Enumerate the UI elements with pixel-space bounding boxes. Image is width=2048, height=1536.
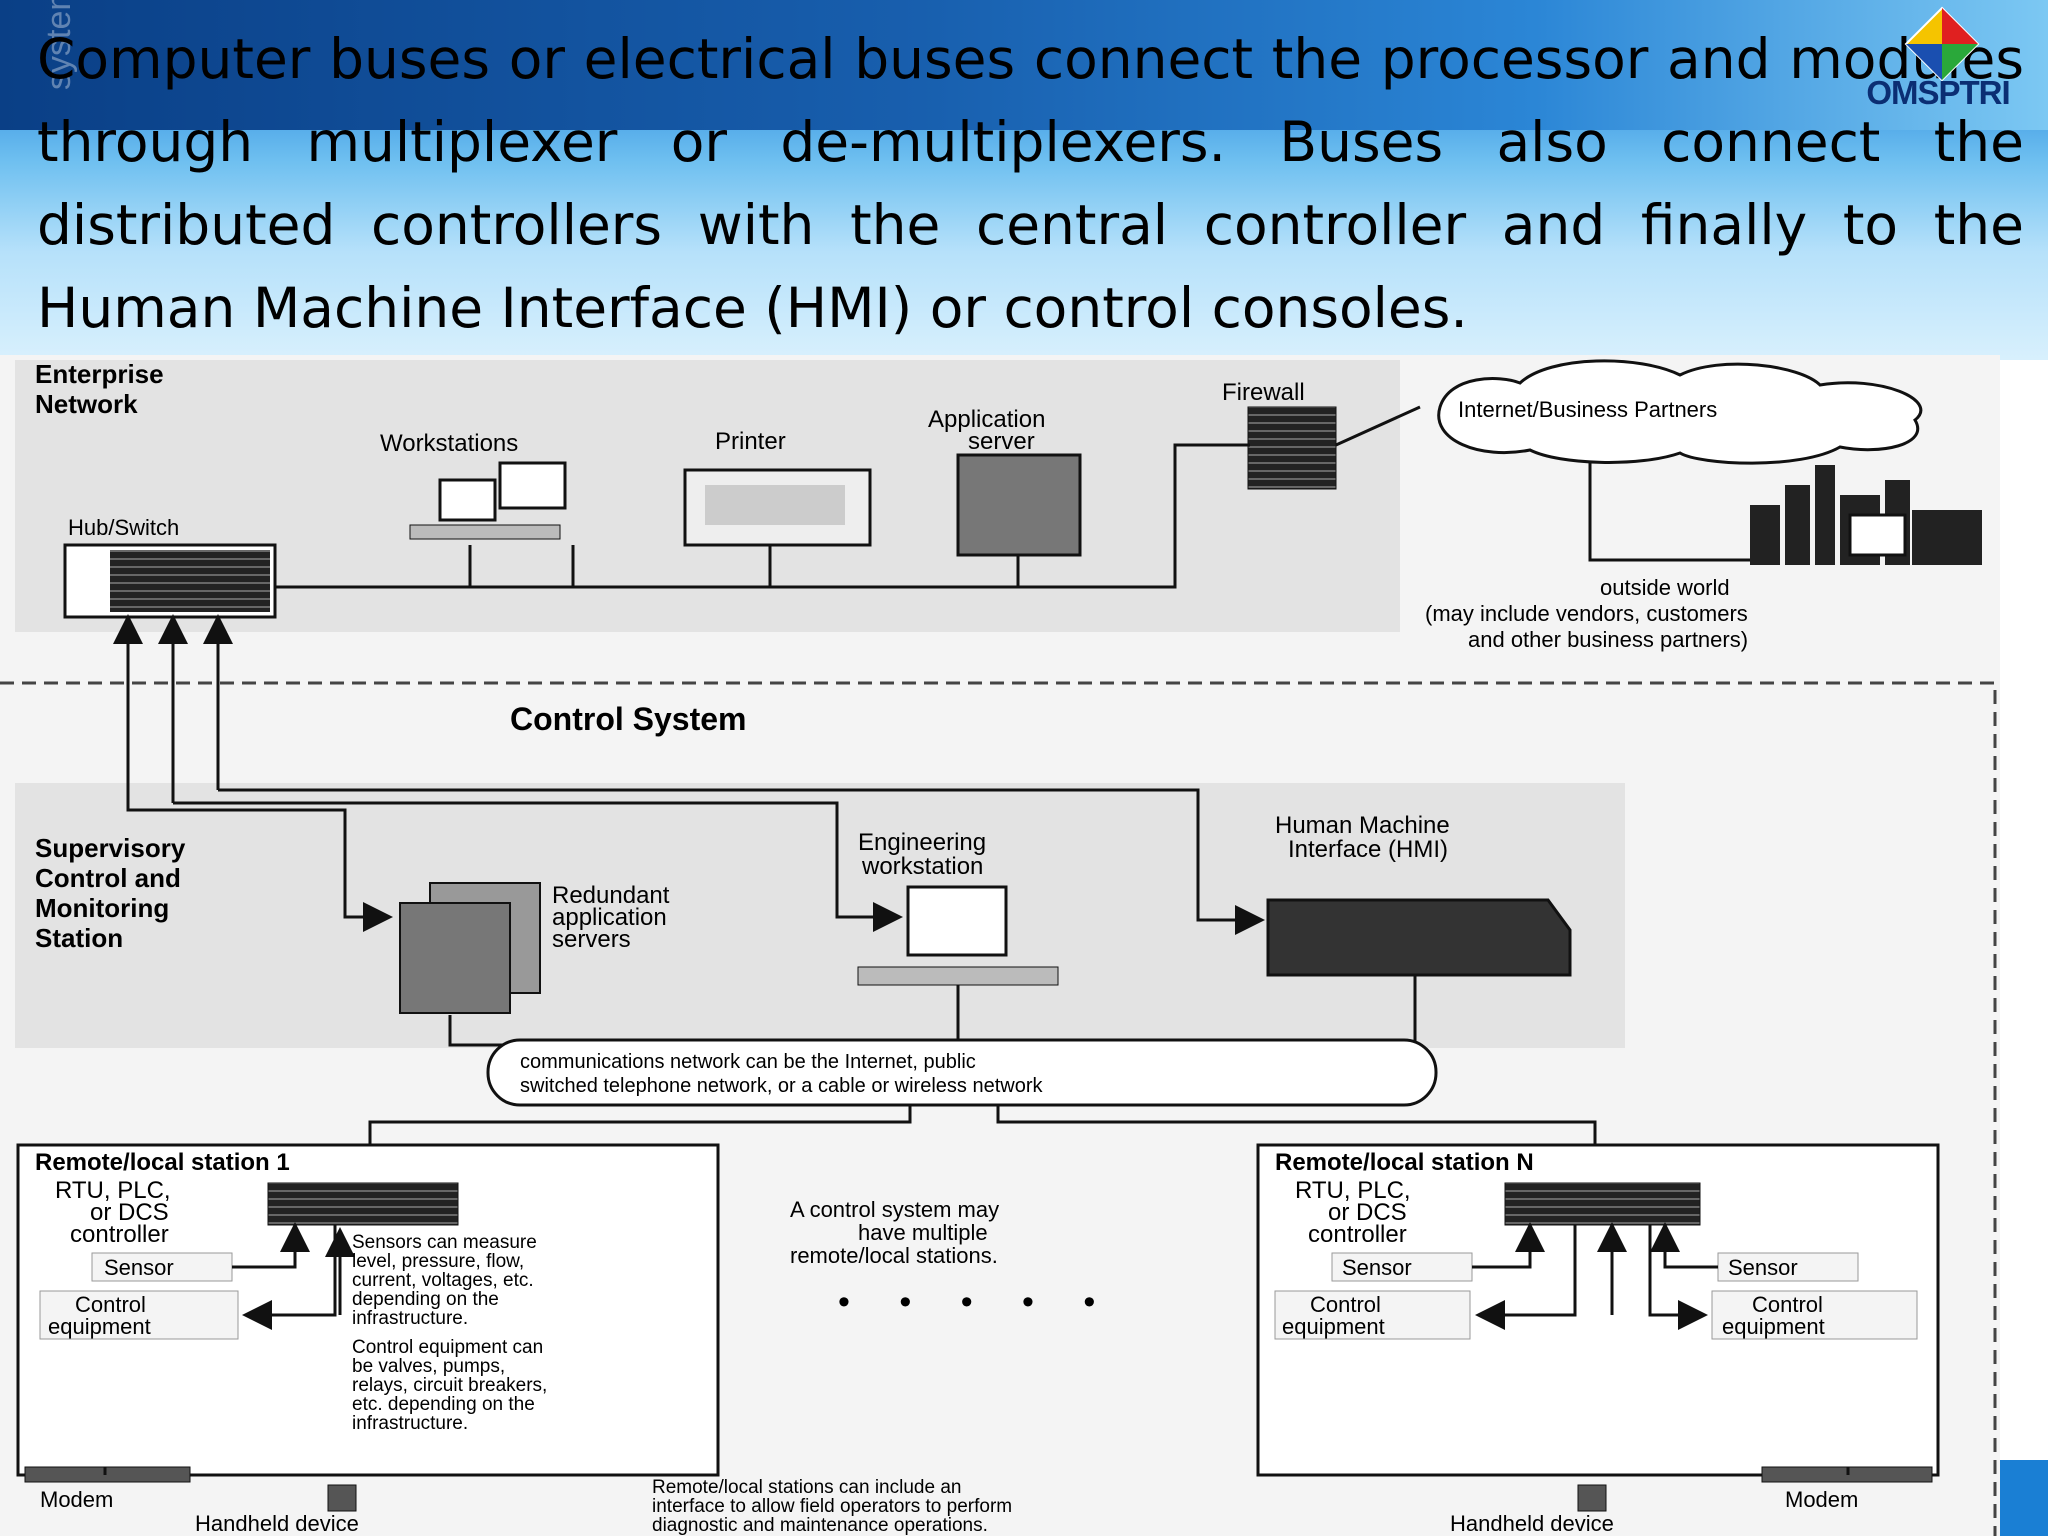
hub-switch-label: Hub/Switch — [68, 515, 179, 540]
diagram-label: Modem — [1785, 1487, 1858, 1512]
diagram-label: relays, circuit breakers, — [352, 1375, 547, 1396]
diagram-label: Control — [1310, 1292, 1381, 1317]
slide-corner-accent — [2000, 1460, 2048, 1536]
diagram-label: Sensor — [104, 1255, 174, 1280]
diagram-label: Supervisory — [35, 833, 186, 863]
control-system-title: Control System — [510, 701, 746, 737]
diagram-label: Control — [1752, 1292, 1823, 1317]
workstations-label: Workstations — [380, 430, 518, 457]
app-server-icon — [956, 453, 1082, 557]
diagram-label: application — [552, 904, 667, 931]
diagram-label: switched telephone network, or a cable o… — [520, 1075, 1043, 1097]
firewall-icon — [1247, 406, 1337, 490]
handheld-left-icon — [327, 1484, 357, 1512]
diagram-label: and other business partners) — [1468, 627, 1748, 652]
city-skyline-icon — [1750, 465, 1982, 565]
slide-header-band — [0, 0, 2048, 130]
communications-network-bubble — [486, 1038, 1438, 1107]
diagram-label: Control equipment can — [352, 1337, 543, 1358]
station-n-rtu-icon — [1504, 1182, 1701, 1226]
diagram-label: Network — [35, 389, 138, 419]
diagram-label: (may include vendors, customers — [1425, 601, 1748, 626]
diagram-label: or DCS — [90, 1199, 169, 1226]
control-system-boundary — [0, 681, 1997, 1536]
diagram-label: controller — [70, 1221, 169, 1248]
diagram-label: have multiple — [858, 1220, 988, 1245]
diagram-label: Engineering — [858, 829, 986, 856]
modem-left-icon — [24, 1466, 191, 1483]
diagram-label: workstation — [861, 853, 983, 880]
hub-switch-icon — [63, 543, 277, 619]
diagram-label: Handheld device — [1450, 1511, 1614, 1536]
hmi-console-icon — [1266, 898, 1572, 977]
diagram-label: Remote/local stations can include an — [652, 1477, 961, 1498]
diagram-label: controller — [1308, 1221, 1407, 1248]
diagram-label: Interface (HMI) — [1288, 836, 1448, 863]
diagram-label: equipment — [1282, 1314, 1385, 1339]
diagram-label: Sensors can measure — [352, 1232, 537, 1253]
diagram-label: equipment — [48, 1314, 151, 1339]
printer-label: Printer — [715, 428, 786, 455]
diagram-label: server — [968, 428, 1035, 455]
diagram-label: Control and — [35, 863, 181, 893]
more-stations-dots: • • • • • — [838, 1283, 1115, 1321]
internet-label: Internet/Business Partners — [1458, 397, 1717, 422]
outside-world-label: outside world — [1600, 575, 1730, 600]
diagram-label: infrastructure. — [352, 1413, 468, 1434]
diagram-label: Human Machine — [1275, 812, 1450, 839]
diagram-label: A control system may — [790, 1197, 999, 1222]
engineering-workstation-icon — [857, 885, 1059, 986]
diagram-label: or DCS — [1328, 1199, 1407, 1226]
redundant-servers-icon — [399, 882, 541, 1014]
diagram-label: depending on the — [352, 1289, 499, 1310]
diagram-label: communications network can be the Intern… — [520, 1051, 976, 1073]
diagram-label: RTU, PLC, — [55, 1177, 171, 1204]
internet-cloud-icon — [1437, 359, 1923, 465]
logo-text: OMSPTRI — [1866, 74, 2010, 111]
omsptri-logo-icon — [1904, 6, 1980, 82]
diagram-label: remote/local stations. — [790, 1243, 998, 1268]
diagram-label: level, pressure, flow, — [352, 1251, 524, 1272]
diagram-label: Control — [75, 1292, 146, 1317]
printer-icon — [683, 468, 872, 547]
diagram-label: Station — [35, 923, 123, 953]
diagram-label: Sensor — [1728, 1255, 1798, 1280]
enterprise-title: Enterprise — [35, 359, 164, 389]
diagram-label: Redundant — [552, 882, 670, 909]
scada-network-diagram: Enterprise Network Hub/Switch Workstatio… — [0, 355, 2000, 1536]
station-1-rtu-icon — [267, 1182, 459, 1226]
diagram-label: equipment — [1722, 1314, 1825, 1339]
diagram-label: current, voltages, etc. — [352, 1270, 534, 1291]
diagram-label: Sensor — [1342, 1255, 1412, 1280]
diagram-label: be valves, pumps, — [352, 1356, 505, 1377]
diagram-label: etc. depending on the — [352, 1394, 535, 1415]
diagram-label: Handheld device — [195, 1511, 359, 1536]
intro-paragraph: Computer buses or electrical buses conne… — [37, 27, 2024, 340]
diagram-label: servers — [552, 926, 631, 953]
diagram-label: Monitoring — [35, 893, 169, 923]
diagram-label: RTU, PLC, — [1295, 1177, 1411, 1204]
diagram-label: Remote/local station N — [1275, 1149, 1534, 1176]
firewall-label: Firewall — [1222, 379, 1305, 406]
handheld-right-icon — [1577, 1484, 1607, 1512]
diagram-label: Remote/local station 1 — [35, 1149, 290, 1176]
diagram-label: Modem — [40, 1487, 113, 1512]
diagram-label: interface to allow field operators to pe… — [652, 1496, 1012, 1517]
app-server-label: Application — [928, 406, 1045, 433]
diagram-label: diagnostic and maintenance operations. — [652, 1515, 988, 1536]
workstations-icon — [409, 461, 567, 540]
diagram-label: infrastructure. — [352, 1308, 468, 1329]
